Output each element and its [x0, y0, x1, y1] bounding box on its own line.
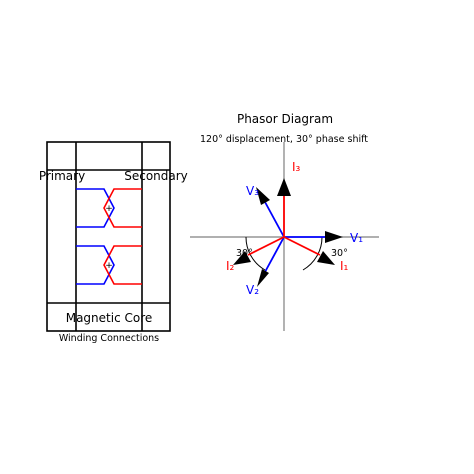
- v3-arrowhead: [256, 187, 270, 205]
- v1-arrowhead: [325, 231, 343, 243]
- angle-label-right: 30°: [331, 248, 348, 259]
- i2-label: I₂: [226, 259, 235, 273]
- phasor-subtitle: 120° displacement, 30° phase shift: [200, 134, 368, 145]
- v1-label: V₁: [350, 231, 363, 245]
- i3-arrowhead: [277, 178, 291, 196]
- i2-phasor: [247, 236, 285, 256]
- v3-label: V₃: [246, 184, 259, 198]
- i3-label: I₃: [292, 160, 301, 174]
- i1-phasor: [283, 236, 321, 256]
- i1-arrowhead: [317, 251, 335, 265]
- outer-frame: [46, 141, 171, 332]
- v3-phasor: [264, 201, 285, 238]
- secondary-winding: [103, 188, 142, 285]
- phasor-title: Phasor Diagram: [237, 112, 333, 126]
- angle-arc-right: [302, 236, 323, 271]
- junction-mark-lower: +: [105, 261, 113, 271]
- primary-label: Primary: [39, 169, 85, 183]
- angle-label-left: 30°: [236, 248, 253, 259]
- primary-coil-upper: [76, 188, 115, 228]
- v2-phasor: [264, 236, 285, 273]
- v2-arrowhead: [257, 269, 269, 287]
- i2-arrowhead: [233, 251, 251, 265]
- phasor-diagram: Phasor Diagram 120° displacement, 30° ph…: [190, 112, 379, 331]
- core-label: Magnetic Core: [66, 311, 153, 325]
- angle-arc-left: [245, 236, 266, 271]
- primary-winding: [76, 188, 115, 285]
- winding-caption: Winding Connections: [59, 333, 159, 344]
- secondary-coil-upper: [103, 188, 142, 228]
- secondary-label: Secondary: [124, 169, 188, 183]
- v2-label: V₂: [246, 283, 259, 297]
- i1-label: I₁: [340, 259, 349, 273]
- primary-coil-lower: [76, 245, 115, 285]
- secondary-coil-lower: [103, 245, 142, 285]
- junction-mark-upper: +: [105, 204, 113, 214]
- transformer-diagram: + + Primary Secondary Magnetic Core Wind…: [39, 141, 188, 344]
